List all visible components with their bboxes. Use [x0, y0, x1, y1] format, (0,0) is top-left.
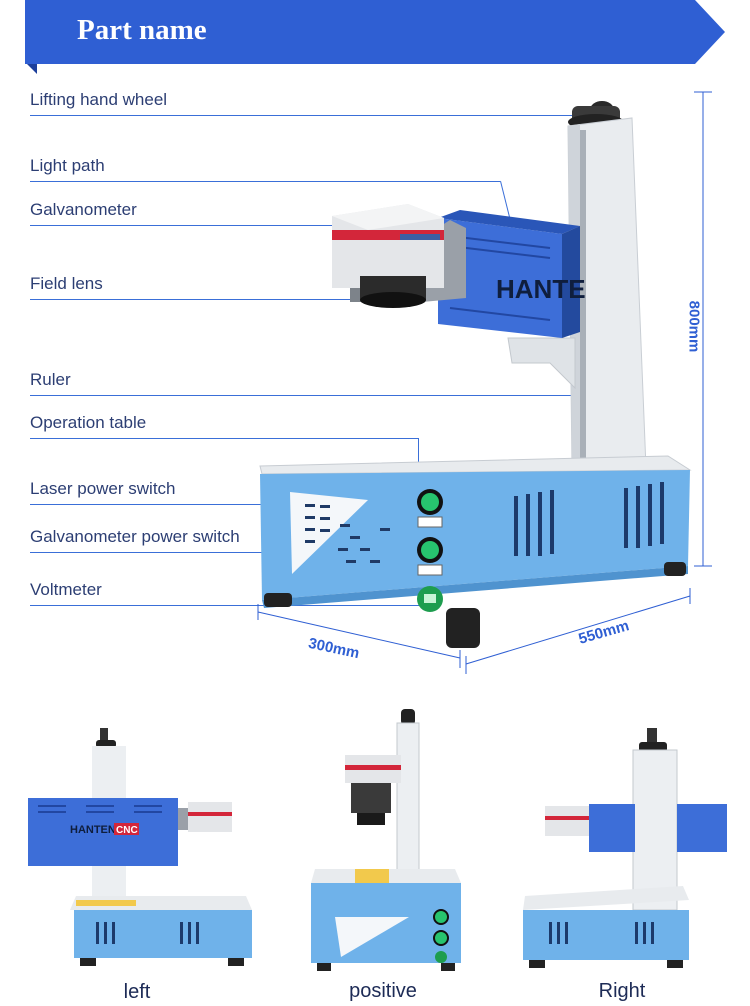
header-banner: Part name — [25, 0, 725, 74]
banner-shape — [25, 0, 725, 74]
dimension-height: 800mm — [685, 300, 703, 353]
dimension-lines — [257, 91, 712, 674]
leader-operation-table — [30, 438, 418, 439]
machine-base — [260, 470, 690, 648]
label-operation-table: Operation table — [30, 413, 147, 432]
leader-laser-power-switch — [30, 504, 418, 505]
label-field-lens: Field lens — [30, 274, 103, 293]
label-galvanometer: Galvanometer — [30, 200, 137, 219]
brand-cnc: CNC — [116, 825, 138, 836]
leader-operation-table-end — [418, 438, 419, 466]
leader-ruler — [30, 395, 585, 396]
leader-galvanometer-power-switch — [30, 552, 418, 553]
galvanometer-power-switch-icon — [417, 537, 443, 576]
galvanometer — [332, 204, 466, 302]
label-voltmeter: Voltmeter — [30, 580, 102, 599]
positive-view-illustration — [311, 709, 461, 971]
brand-logo: HANTE — [496, 274, 586, 304]
caption-positive: positive — [349, 980, 417, 1002]
right-view-illustration — [523, 728, 727, 968]
leader-light-path — [30, 181, 500, 182]
leader-voltmeter — [30, 605, 424, 606]
brand-logo-left: HANTEN — [70, 824, 116, 836]
label-light-path: Light path — [30, 156, 105, 175]
left-view-illustration: HANTEN CNC — [28, 728, 252, 966]
label-galvanometer-power-switch: Galvanometer power switch — [30, 527, 240, 546]
leader-galvanometer — [30, 225, 338, 226]
page-title: Part name — [77, 14, 207, 46]
main-machine-illustration: HANTE — [257, 91, 712, 674]
laser-head: HANTE — [438, 210, 586, 338]
leader-lifting-hand-wheel — [30, 115, 590, 116]
caption-left: left — [123, 981, 151, 1003]
label-lifting-hand-wheel: Lifting hand wheel — [30, 90, 168, 109]
label-ruler: Ruler — [30, 370, 71, 389]
voltmeter-icon — [417, 586, 443, 612]
laser-power-switch-icon — [417, 489, 443, 528]
caption-right: Right — [598, 980, 646, 1002]
leader-field-lens — [30, 299, 370, 300]
field-lens — [360, 276, 426, 308]
label-laser-power-switch: Laser power switch — [30, 479, 176, 498]
